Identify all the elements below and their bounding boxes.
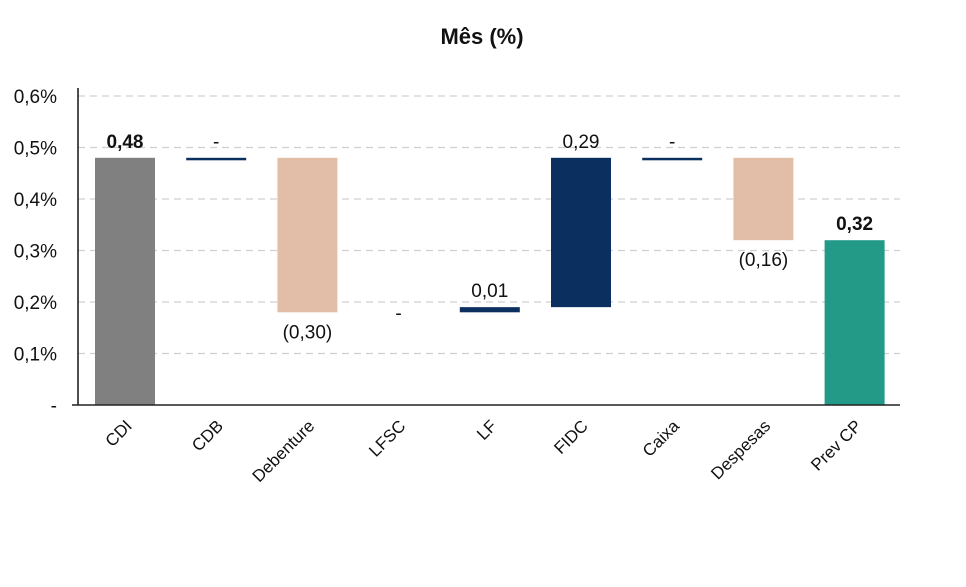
y-tick-label: 0,2% (14, 293, 57, 314)
x-tick-label: FIDC (550, 416, 591, 457)
bar-prev-cp (824, 240, 885, 405)
data-label: 0,32 (836, 214, 873, 235)
chart-title: Mês (%) (440, 24, 523, 49)
bars (95, 157, 885, 405)
data-label: 0,29 (563, 132, 600, 153)
data-label: - (395, 303, 401, 324)
data-label: - (669, 132, 675, 153)
data-label: - (213, 132, 219, 153)
bar-caixa (642, 157, 703, 161)
x-tick-label: CDI (102, 416, 136, 450)
bar-fidc (551, 157, 611, 308)
x-tick-label: Prev CP (807, 416, 865, 474)
y-tick-label: 0,6% (14, 87, 57, 108)
data-label: (0,16) (739, 250, 789, 271)
y-tick-label: 0,4% (14, 190, 57, 211)
x-tick-label: Debenture (249, 416, 319, 486)
x-tick-label: Caixa (639, 416, 684, 461)
bar-despesas (733, 157, 794, 241)
y-tick-label: 0,1% (14, 345, 57, 366)
bar-cdi (95, 157, 155, 405)
data-label: (0,30) (283, 322, 333, 343)
x-tick-label: LFSC (365, 416, 409, 460)
grid (78, 95, 900, 355)
bar-cdb (186, 157, 247, 161)
data-labels: 0,48 - (0,30) - 0,01 0,29 - (0,16) 0,32 (107, 132, 874, 343)
x-tick-label: CDB (188, 416, 227, 455)
bar-lf (459, 307, 520, 313)
y-tick-label: 0,5% (14, 139, 57, 160)
y-tick-label: - (51, 396, 57, 417)
x-tick-label: Despesas (707, 416, 774, 483)
y-tick-label: 0,3% (14, 242, 57, 263)
bar-debenture (277, 157, 338, 313)
data-label: 0,01 (471, 281, 508, 302)
x-tick-label: LF (473, 416, 500, 443)
data-label: 0,48 (107, 132, 144, 153)
